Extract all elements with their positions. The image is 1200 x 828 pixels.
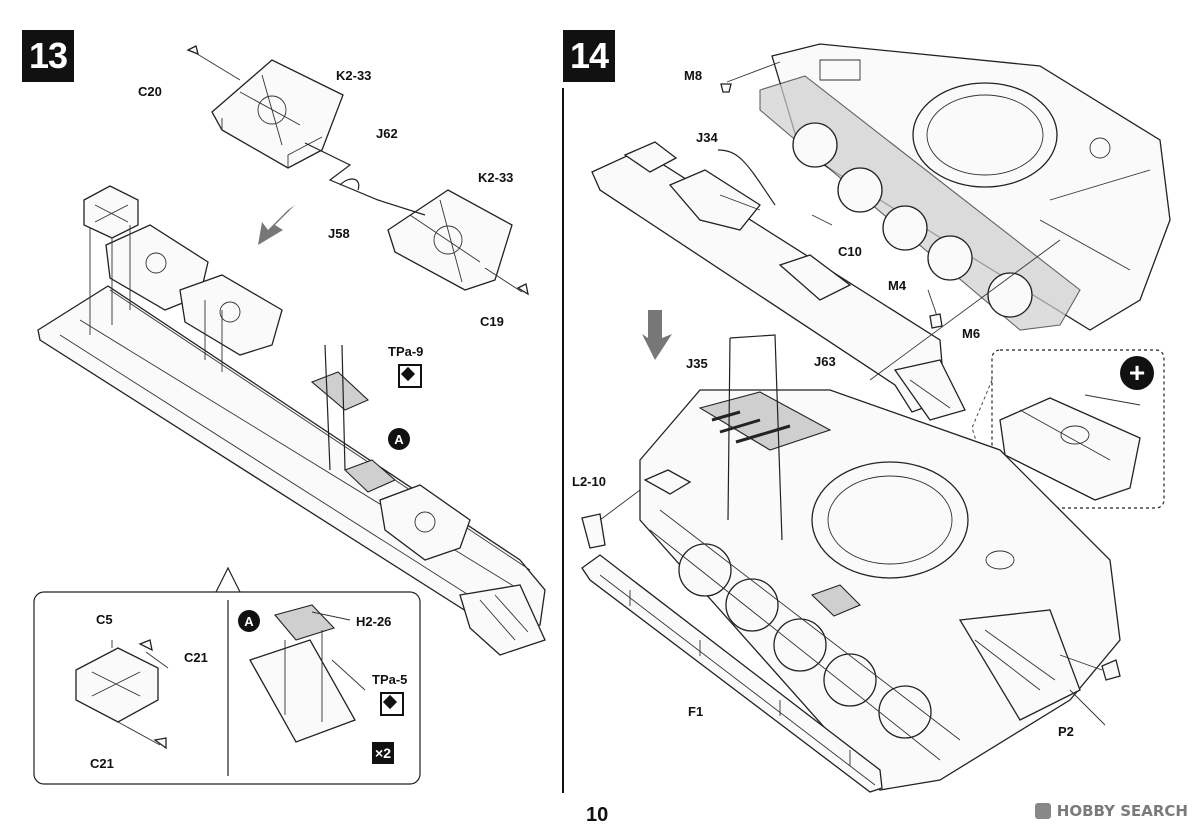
label-m4: M4 (888, 278, 907, 293)
label-m6: M6 (962, 326, 981, 341)
step-14-badge: 14 (563, 30, 615, 82)
detail-inset-box (33, 591, 421, 785)
label-tpa-5: TPa-5 (372, 672, 408, 687)
label-k2-33-top: K2-33 (336, 68, 372, 83)
paint-symbol-tpa-9 (398, 364, 422, 388)
label-c21-right: C21 (184, 650, 208, 665)
page-number: 10 (586, 804, 609, 826)
c19-leader-line (484, 267, 523, 293)
assembly-arrow-14 (642, 310, 672, 360)
paint-symbol-tpa-5 (380, 692, 404, 716)
watermark: HOBBY SEARCH (1034, 802, 1188, 820)
m8-leader (726, 61, 781, 83)
fuel-tank-top (211, 59, 344, 169)
label-tpa-9: TPa-9 (388, 344, 424, 359)
step-13-badge: 13 (22, 30, 74, 82)
tank-full-lower (639, 334, 1121, 791)
fender-assembly (37, 185, 546, 656)
detail-leader (869, 239, 1061, 381)
label-h2-26: H2-26 (356, 614, 392, 629)
label-p2: P2 (1058, 724, 1074, 739)
fuel-tank-right (387, 189, 513, 291)
hobby-search-logo-icon (1034, 803, 1051, 819)
label-j35: J35 (686, 356, 708, 371)
inset-storage-box (75, 639, 169, 750)
label-l2-10: L2-10 (572, 474, 606, 489)
inset-pointer (215, 566, 241, 593)
label-j62: J62 (376, 126, 398, 141)
j34-part (717, 149, 776, 206)
label-j63: J63 (814, 354, 836, 369)
step-divider (562, 88, 564, 793)
step14-drawing (581, 43, 1171, 793)
label-c19: C19 (480, 314, 504, 329)
inset-step-plate (249, 604, 366, 743)
inset-marker-a: A (238, 610, 260, 632)
label-c20: C20 (138, 84, 162, 99)
watermark-text: HOBBY SEARCH (1056, 802, 1188, 820)
label-c5: C5 (96, 612, 113, 627)
c10-part (811, 214, 833, 226)
p2-part (1101, 659, 1121, 681)
detail-marker-a: A (388, 428, 410, 450)
label-k2-33-right: K2-33 (478, 170, 514, 185)
l2-10-part (581, 513, 606, 549)
label-c10: C10 (838, 244, 862, 259)
c20-leader-line (193, 51, 241, 81)
label-j58: J58 (328, 226, 350, 241)
label-c21-bottom: C21 (90, 756, 114, 771)
label-m8: M8 (684, 68, 703, 83)
label-f1: F1 (688, 704, 704, 719)
label-j34: J34 (696, 130, 718, 145)
tank-hull-upper (759, 43, 1171, 331)
step13-drawing (33, 45, 546, 785)
quantity-badge: ×2 (372, 742, 394, 764)
assembly-arrow-13 (258, 205, 295, 245)
fender-upper (591, 141, 966, 421)
fender-f1 (581, 554, 883, 793)
zoom-icon: + (1120, 356, 1154, 390)
